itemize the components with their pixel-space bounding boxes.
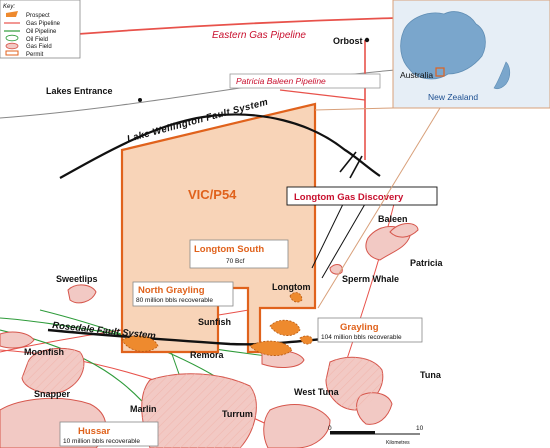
- remora-label: Remora: [190, 350, 225, 360]
- new-zealand-shape: [493, 61, 511, 90]
- discovery-label: Longtom Gas Discovery: [294, 192, 404, 203]
- scale-unit: Kilometres: [386, 440, 410, 446]
- new-zealand-label: New Zealand: [428, 92, 478, 102]
- baleen-label: Baleen: [378, 214, 408, 224]
- key-item-gas-pipeline: Gas Pipeline: [26, 21, 61, 27]
- north-grayling-box: [132, 281, 234, 307]
- tuna-label: Tuna: [420, 370, 442, 380]
- longtom-south-detail: 70 Bcf: [226, 258, 245, 265]
- patricia-label: Patricia: [410, 258, 444, 268]
- snapper-label: Snapper: [34, 389, 71, 399]
- key-legend: Key: Prospect Gas Pipeline Oil Pipeline …: [0, 0, 81, 59]
- longtom-south-box: [189, 239, 289, 269]
- inset-map: Australia New Zealand: [392, 0, 550, 109]
- grayling-name: Grayling: [340, 322, 379, 333]
- australia-label: Australia: [400, 70, 433, 80]
- longtom-south-name: Longtom South: [194, 244, 264, 255]
- scale-zero: 0: [328, 425, 332, 432]
- orbost-marker: [364, 37, 370, 43]
- discovery-box: [286, 186, 438, 206]
- sunfish-label: Sunfish: [198, 317, 231, 327]
- west-tuna-label: West Tuna: [294, 387, 340, 397]
- sweetlips-label: Sweetlips: [56, 274, 98, 284]
- north-grayling-detail: 80 million bbls recoverable: [136, 297, 213, 304]
- lake-wellington-fault: [59, 113, 381, 179]
- scale-bar: 0 10 Kilometres: [328, 425, 424, 446]
- longtom-label: Longtom: [272, 282, 311, 292]
- lakes-entrance-marker: [138, 98, 142, 102]
- prospects: [121, 292, 313, 356]
- hussar-box: [59, 421, 159, 447]
- eastern-pipeline-label: Eastern Gas Pipeline: [212, 30, 306, 41]
- key-item-oil-pipeline: Oil Pipeline: [26, 29, 57, 35]
- key-item-prospect: Prospect: [26, 13, 50, 19]
- permit-label: VIC/P54: [188, 187, 237, 202]
- hussar-detail: 10 million bbls recoverable: [63, 438, 140, 445]
- scale-ten: 10: [416, 425, 424, 432]
- moonfish-label: Moonfish: [24, 347, 64, 357]
- key-item-oil-field: Oil Field: [26, 37, 48, 43]
- grayling-box: [317, 317, 423, 343]
- north-grayling-name: North Grayling: [138, 285, 205, 296]
- lakes-entrance-label: Lakes Entrance: [46, 86, 113, 96]
- grayling-detail: 104 million bbls recoverable: [321, 334, 402, 341]
- australia-shape: [400, 11, 486, 80]
- turrum-label: Turrum: [222, 409, 253, 419]
- key-title: Key:: [3, 4, 15, 10]
- hussar-name: Hussar: [78, 426, 111, 437]
- patricia-pipeline-box: [229, 73, 381, 89]
- key-item-permit: Permit: [26, 52, 44, 58]
- permit-vic-p54: [120, 102, 317, 354]
- marlin-label: Marlin: [130, 404, 157, 414]
- patricia-pipeline-label: Patricia Baleen Pipeline: [236, 76, 326, 86]
- key-item-gas-field: Gas Field: [26, 44, 52, 50]
- sperm-whale-label: Sperm Whale: [342, 274, 399, 284]
- orbost-label: Orbost: [333, 36, 363, 46]
